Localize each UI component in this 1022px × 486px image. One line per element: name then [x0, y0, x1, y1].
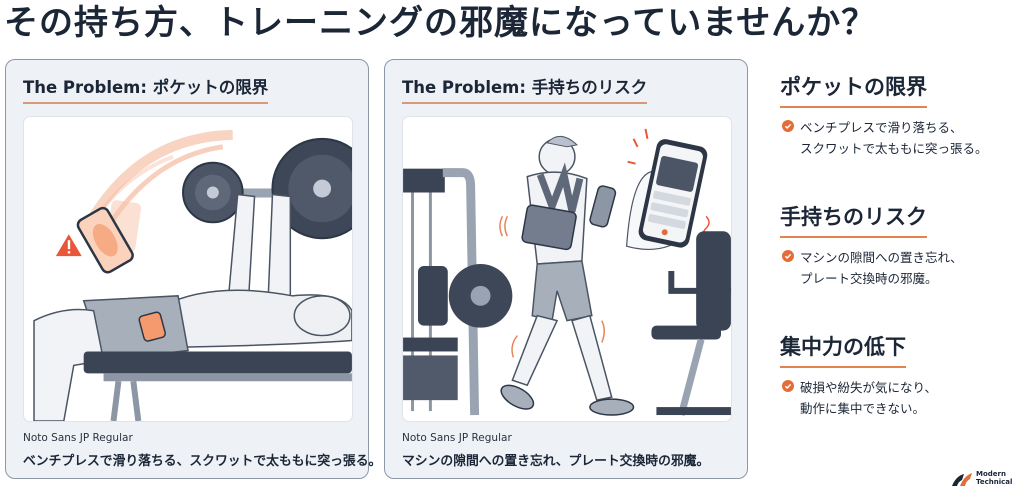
problem-summary-sidebar: ポケットの限界 ベンチプレスで滑り落ちる、 スクワットで太ももに突っ張る。 手持… — [780, 60, 1020, 480]
summary-heading: 集中力の低下 — [780, 332, 906, 368]
logo-line-1: Modern — [976, 470, 1006, 478]
summary-line: 動作に集中できない。 — [800, 401, 926, 416]
summary-line: プレート交換時の邪魔。 — [800, 271, 938, 286]
summary-item: マシンの隙間への置き忘れ、 プレート交換時の邪魔。 — [780, 247, 1020, 289]
problem-card-handheld: The Problem: 手持ちのリスク — [384, 59, 748, 479]
smartphone-icon — [638, 139, 708, 248]
summary-line: マシンの隙間への置き忘れ、 — [800, 250, 963, 265]
summary-handheld-risk: 手持ちのリスク マシンの隙間への置き忘れ、 プレート交換時の邪魔。 — [780, 202, 1020, 289]
logo-mark-icon — [952, 473, 972, 486]
card-heading: The Problem: ポケットの限界 — [23, 74, 269, 104]
font-label: Noto Sans JP Regular — [402, 432, 512, 444]
card-heading: The Problem: 手持ちのリスク — [402, 74, 648, 104]
logo-line-2: Technical — [976, 478, 1013, 486]
check-circle-icon — [782, 380, 794, 392]
summary-item: ベンチプレスで滑り落ちる、 スクワットで太ももに突っ張る。 — [780, 117, 1020, 159]
walking-drawing — [403, 128, 731, 416]
card-caption: ベンチプレスで滑り落ちる、スクワットで太ももに突っ張る。 — [23, 454, 382, 469]
logo-text: Modern Technical — [976, 470, 1012, 486]
summary-item: 破損や紛失が気になり、 動作に集中できない。 — [780, 377, 1020, 419]
font-label: Noto Sans JP Regular — [23, 432, 133, 444]
brand-logo: Modern Technical — [950, 470, 1022, 486]
walking-illustration — [402, 116, 732, 422]
page-title: その持ち方、トレーニングの邪魔になっていませんか？ — [4, 3, 877, 43]
card-caption: マシンの隙間への置き忘れ、プレート交換時の邪魔。 — [402, 454, 710, 469]
warning-icon — [55, 234, 82, 257]
summary-line: 破損や紛失が気になり、 — [800, 380, 938, 395]
summary-line: ベンチプレスで滑り落ちる、 — [800, 120, 963, 135]
summary-line: スクワットで太ももに突っ張る。 — [800, 141, 988, 156]
summary-pocket-limits: ポケットの限界 ベンチプレスで滑り落ちる、 スクワットで太ももに突っ張る。 — [780, 72, 1020, 159]
problem-card-pocket: The Problem: ポケットの限界 — [5, 59, 381, 479]
check-circle-icon — [782, 120, 794, 132]
summary-heading: ポケットの限界 — [780, 72, 927, 108]
summary-focus-loss: 集中力の低下 破損や紛失が気になり、 動作に集中できない。 — [780, 332, 1020, 419]
bench-press-illustration — [23, 116, 353, 422]
bench-press-drawing — [33, 129, 352, 421]
check-circle-icon — [782, 250, 794, 262]
phone-icon — [76, 206, 134, 274]
summary-heading: 手持ちのリスク — [780, 202, 927, 238]
